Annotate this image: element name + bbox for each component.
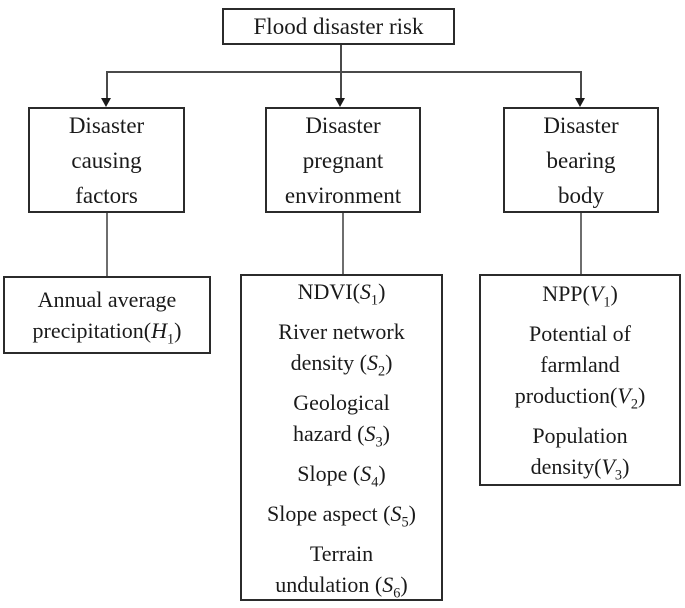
- indicator-item: Slope aspect (S5): [267, 500, 416, 530]
- node-disaster-causing-factors: Disaster causing factors: [28, 107, 185, 213]
- branch-label-line: Disaster: [305, 112, 381, 138]
- node-disaster-pregnant-environment: Disaster pregnant environment: [265, 107, 421, 213]
- arrowhead-down-icon: [335, 98, 345, 107]
- connector-middle-down: [340, 71, 342, 99]
- branch-label-line: pregnant: [302, 147, 384, 173]
- arrowhead-down-icon: [575, 98, 585, 107]
- indicator-item: NDVI(S1): [297, 278, 386, 308]
- branch-label-line: causing: [71, 147, 142, 173]
- indicator-item: Slope (S4): [297, 460, 386, 490]
- connector-left-down: [106, 71, 108, 99]
- branch-label-line: Disaster: [68, 112, 145, 138]
- arrowhead-down-icon: [101, 98, 111, 107]
- branch-label-line: body: [558, 182, 604, 208]
- connector-bearing-to-leaf: [580, 213, 582, 274]
- root-label: Flood disaster risk: [253, 13, 424, 39]
- branch-label-line: Disaster: [543, 112, 619, 138]
- connector-root-down: [340, 45, 342, 71]
- branch-label-line: bearing: [546, 147, 616, 173]
- indicator-item: NPP(V1): [542, 281, 618, 311]
- branch-label-line: factors: [75, 182, 138, 208]
- branch-label-line: environment: [284, 182, 402, 208]
- connector-pregnant-to-leaf: [342, 213, 344, 274]
- connector-right-down: [580, 71, 582, 99]
- connector-causing-to-leaf: [106, 213, 108, 276]
- connector-horizontal: [106, 71, 581, 73]
- node-disaster-bearing-body: Disaster bearing body: [503, 107, 659, 213]
- node-flood-disaster-risk: Flood disaster risk: [222, 8, 455, 45]
